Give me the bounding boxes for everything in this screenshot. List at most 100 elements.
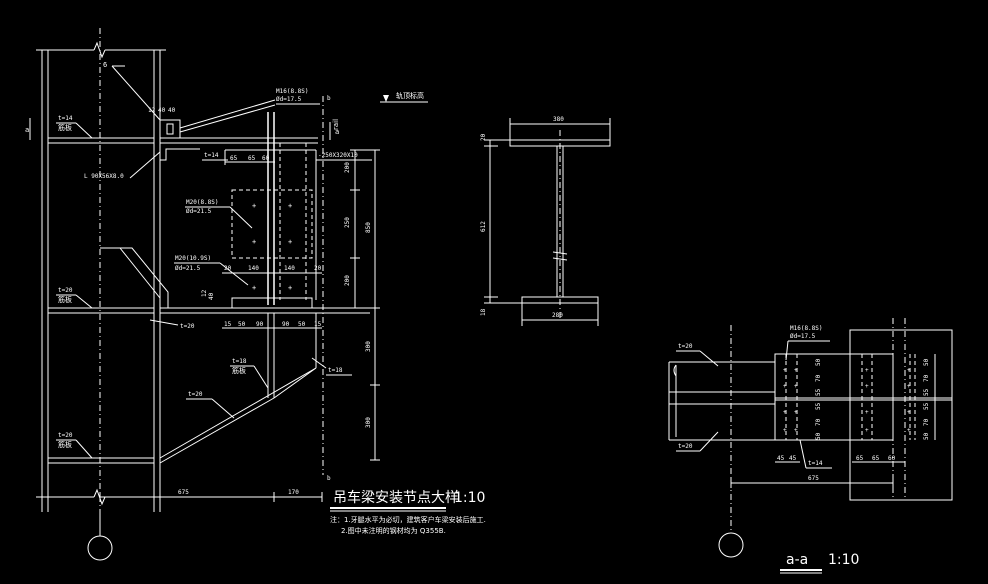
svg-text:Ød=17.5: Ød=17.5 <box>276 96 302 103</box>
svg-text:筋板: 筋板 <box>58 295 72 304</box>
beam-bottom-width: 280 <box>552 312 563 319</box>
svg-text:65: 65 <box>230 155 238 162</box>
section-mark-a-left: a <box>25 126 29 134</box>
aa-plate-top: t=20 <box>678 343 693 350</box>
svg-text:140: 140 <box>284 265 295 272</box>
svg-text:+: + <box>783 367 787 374</box>
svg-text:70: 70 <box>815 374 822 382</box>
svg-text:300: 300 <box>365 417 372 428</box>
svg-text:15: 15 <box>224 321 232 328</box>
svg-text:70: 70 <box>923 374 930 382</box>
section-mark-left: a <box>25 118 31 140</box>
svg-text:60: 60 <box>888 455 896 462</box>
svg-text:200: 200 <box>344 162 351 173</box>
svg-text:b: b <box>327 95 331 102</box>
reference-line-b: b b a <box>322 95 339 482</box>
svg-text:+: + <box>865 383 869 390</box>
beam-height: 612 <box>480 221 487 232</box>
svg-text:+: + <box>794 409 798 416</box>
svg-text:20: 20 <box>224 265 232 272</box>
svg-text:50: 50 <box>923 358 930 366</box>
svg-text:筋板: 筋板 <box>232 366 246 375</box>
beam-bottom-flange: 18 <box>480 308 487 316</box>
svg-text:40: 40 <box>158 107 166 114</box>
aa-title: a-a <box>786 552 808 568</box>
column-outline <box>36 28 169 532</box>
svg-text:300: 300 <box>365 341 372 352</box>
svg-text:Ød=21.5: Ød=21.5 <box>186 208 212 215</box>
svg-text:+: + <box>288 202 292 210</box>
aa-bolt: M16(8.8S) <box>790 325 823 332</box>
svg-text:+: + <box>865 427 869 434</box>
aa-plate-t14: t=14 <box>808 460 823 467</box>
svg-text:675: 675 <box>178 489 189 496</box>
svg-text:M20(8.8S): M20(8.8S) <box>186 199 219 206</box>
svg-text:+: + <box>288 238 292 246</box>
section-aa: ++ ++ ++ ++ ++ ++ ++ ++ M16(8.8S) Ød=17.… <box>668 318 953 574</box>
svg-text:t=18: t=18 <box>328 367 343 374</box>
svg-text:60: 60 <box>262 155 270 162</box>
svg-text:45: 45 <box>777 455 785 462</box>
svg-text:t=20: t=20 <box>180 323 195 330</box>
svg-text:轨顶标高: 轨顶标高 <box>396 91 424 100</box>
svg-text:50: 50 <box>815 358 822 366</box>
svg-text:15: 15 <box>314 321 322 328</box>
svg-text:850: 850 <box>365 222 372 233</box>
svg-text:t=14: t=14 <box>204 152 219 159</box>
svg-text:+: + <box>865 367 869 374</box>
svg-text:70: 70 <box>815 418 822 426</box>
svg-text:b: b <box>327 475 331 482</box>
aa-plate-bot: t=20 <box>678 443 693 450</box>
plate-labels: t=14 筋板 L 90X56X8.0 t=14 t=20 筋板 t=20 t=… <box>56 115 352 459</box>
svg-text:筋板: 筋板 <box>58 123 72 132</box>
svg-text:t=20: t=20 <box>58 287 73 294</box>
svg-text:M16(8.8S): M16(8.8S) <box>276 88 309 95</box>
svg-text:45: 45 <box>789 455 797 462</box>
svg-text:50: 50 <box>298 321 306 328</box>
svg-text:+: + <box>783 409 787 416</box>
main-title: 吊车梁安装节点大样 <box>333 489 459 506</box>
svg-text:55: 55 <box>923 402 930 410</box>
svg-text:+: + <box>252 284 256 292</box>
svg-text:20: 20 <box>314 265 322 272</box>
main-scale: 1:10 <box>454 490 485 506</box>
svg-text:40: 40 <box>208 292 215 300</box>
svg-text:-250X320X10: -250X320X10 <box>318 152 358 159</box>
svg-text:65: 65 <box>872 455 880 462</box>
section-mark-a-right: a <box>335 128 339 136</box>
svg-text:+: + <box>865 409 869 416</box>
beam-top-flange: 20 <box>480 133 487 141</box>
svg-text:+: + <box>252 238 256 246</box>
svg-text:50: 50 <box>238 321 246 328</box>
horizontal-dimensions: 65 65 60 20 140 140 20 15 50 90 90 50 15… <box>99 155 323 502</box>
crane-beam-section: 380 280 612 20 18 <box>480 116 611 326</box>
main-title-block: 吊车梁安装节点大样 1:10 注：1.牙腿水平为必切，建筑客户车梁安装后施工. … <box>330 489 486 535</box>
svg-text:140: 140 <box>248 265 259 272</box>
svg-text:90: 90 <box>256 321 264 328</box>
aa-bolt-hole: Ød=17.5 <box>790 333 816 340</box>
svg-text:55: 55 <box>923 388 930 396</box>
svg-text:t=14: t=14 <box>58 115 73 122</box>
svg-text:50: 50 <box>923 432 930 440</box>
svg-text:L 90X56X8.0: L 90X56X8.0 <box>84 173 124 180</box>
svg-text:70: 70 <box>923 418 930 426</box>
svg-text:t=20: t=20 <box>58 432 73 439</box>
note-1: 注：1.牙腿水平为必切，建筑客户车梁安装后施工. <box>330 515 486 524</box>
svg-text:rail: rail <box>332 119 340 130</box>
svg-text:170: 170 <box>288 489 299 496</box>
svg-text:+: + <box>907 427 911 434</box>
svg-text:50: 50 <box>815 432 822 440</box>
svg-text:+: + <box>794 367 798 374</box>
bracket-assembly: + + + + + + <box>159 112 370 464</box>
svg-text:55: 55 <box>815 388 822 396</box>
svg-text:Ød=21.5: Ød=21.5 <box>175 265 201 272</box>
svg-text:+: + <box>907 383 911 390</box>
svg-text:t=20: t=20 <box>188 391 203 398</box>
top-annotations: 6 12 40 40 M16(8.8S) Ød=17.5 <box>103 61 320 133</box>
svg-text:200: 200 <box>344 275 351 286</box>
svg-text:+: + <box>288 284 292 292</box>
vertical-dimensions: 200 250 200 850 300 300 <box>344 149 380 461</box>
svg-text:+: + <box>907 409 911 416</box>
svg-text:+: + <box>907 367 911 374</box>
